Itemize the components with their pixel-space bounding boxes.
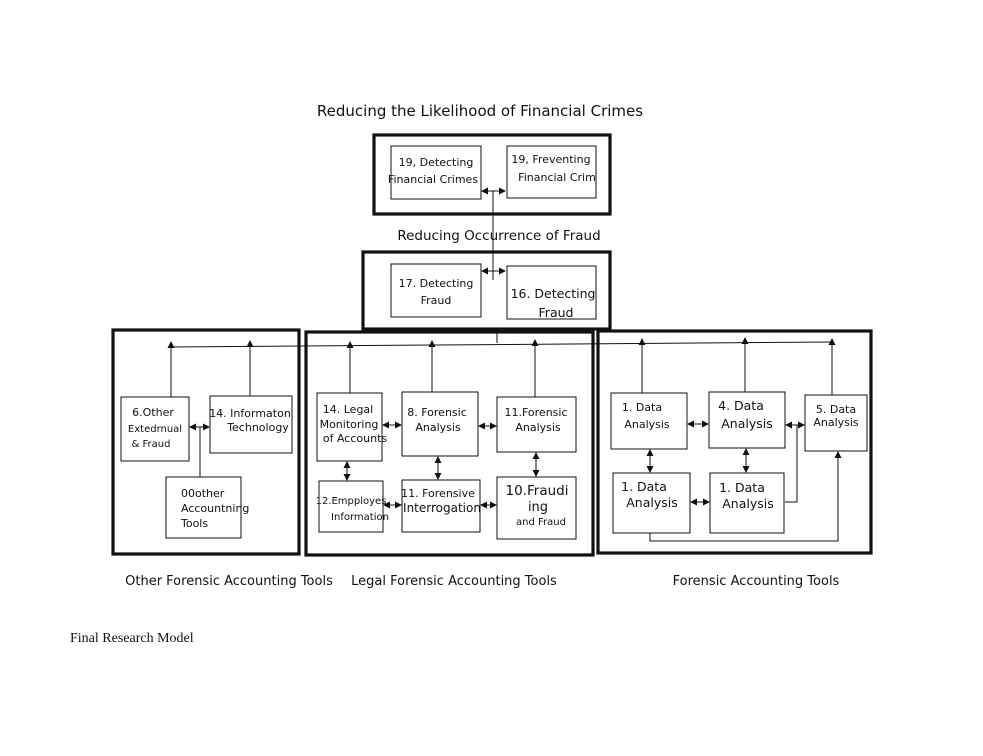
top-group-frame <box>372 133 612 216</box>
other-tools-frame <box>111 328 301 556</box>
group-label-forensic: Forensic Accounting Tools <box>673 574 840 589</box>
connectors <box>167 187 842 542</box>
group-label-other: Other Forensic Accounting Tools <box>125 574 333 589</box>
middle-group-frame <box>361 250 612 331</box>
middle-title: Reducing Occurrence of Fraud <box>397 228 600 244</box>
legal-tools-frame <box>304 330 595 557</box>
figure-caption: Final Research Model <box>70 631 194 646</box>
group-label-legal: Legal Forensic Accounting Tools <box>351 574 557 589</box>
top-title: Reducing the Likelihood of Financial Cri… <box>317 102 643 120</box>
forensic-tools-frame <box>596 329 873 555</box>
